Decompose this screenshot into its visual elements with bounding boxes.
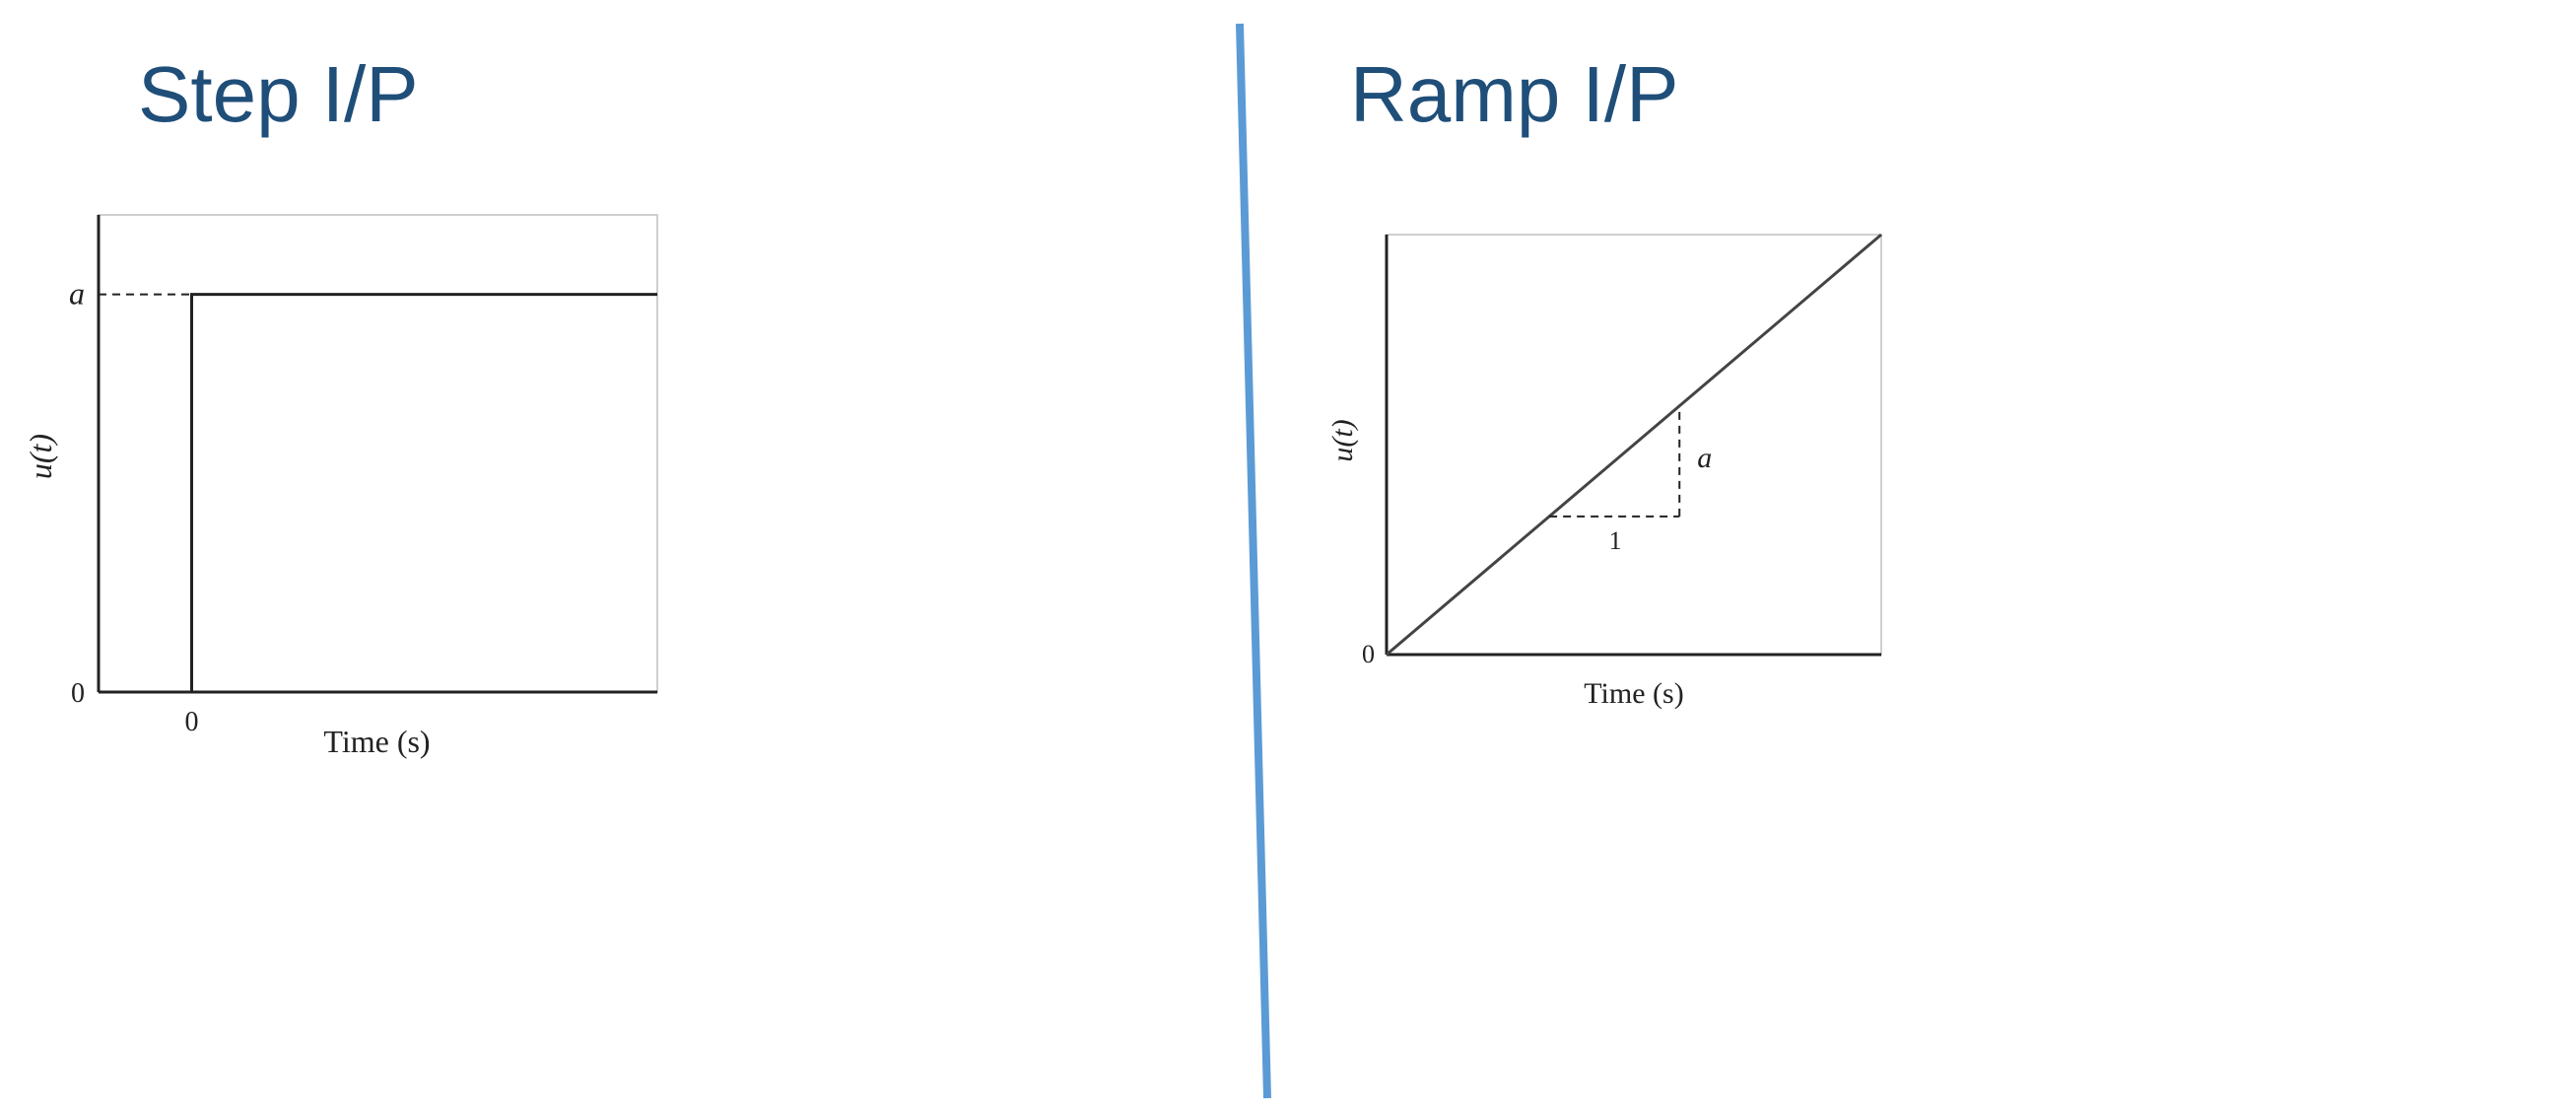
ramp-chart-y-tick-0: 0 — [1362, 640, 1375, 668]
step-chart-series-line — [99, 293, 657, 694]
ramp-chart-slope-rise-label: a — [1697, 442, 1712, 474]
step-chart-y-tick-0: 0 — [71, 678, 85, 709]
step-chart-y-tick-a: a — [69, 276, 85, 312]
ramp-chart-x-axis-label: Time (s) — [1584, 677, 1683, 710]
step-chart-y-axis-label: u(t) — [23, 434, 58, 479]
step-input-title: Step I/P — [138, 50, 419, 138]
step-chart-x-tick-0: 0 — [185, 707, 199, 737]
ramp-chart-slope-run-label: 1 — [1609, 526, 1622, 555]
vertical-divider-line — [1236, 23, 1271, 1099]
ramp-chart-series-line — [1386, 233, 1882, 657]
step-chart-x-axis-label: Time (s) — [323, 724, 430, 759]
ramp-input-title: Ramp I/P — [1350, 50, 1679, 138]
ramp-chart-y-axis-label: u(t) — [1326, 419, 1359, 461]
